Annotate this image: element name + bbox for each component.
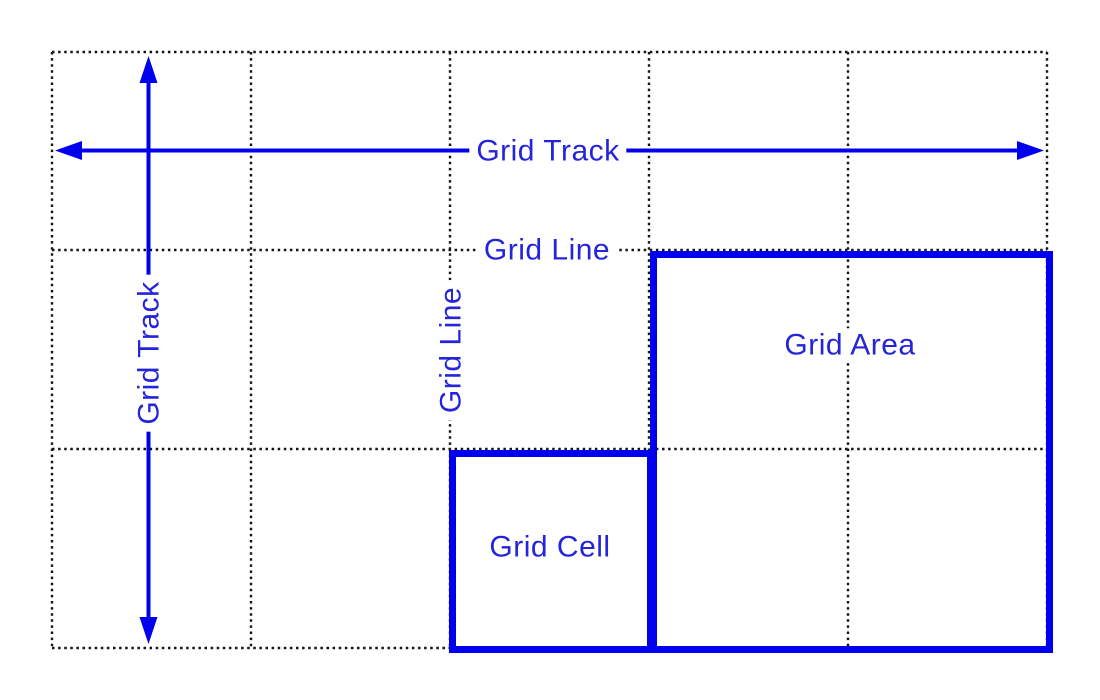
grid-cell-label: Grid Cell [482,530,618,564]
grid-line-horizontal-label: Grid Line [476,233,618,267]
grid-line-vertical-label: Grid Line [434,279,468,421]
grid-track-horizontal-label: Grid Track [469,134,627,168]
grid-area-label: Grid Area [777,328,923,362]
grid-cell-box [449,450,654,653]
grid-track-vertical-label: Grid Track [132,274,166,432]
grid-area-box [650,251,1053,653]
